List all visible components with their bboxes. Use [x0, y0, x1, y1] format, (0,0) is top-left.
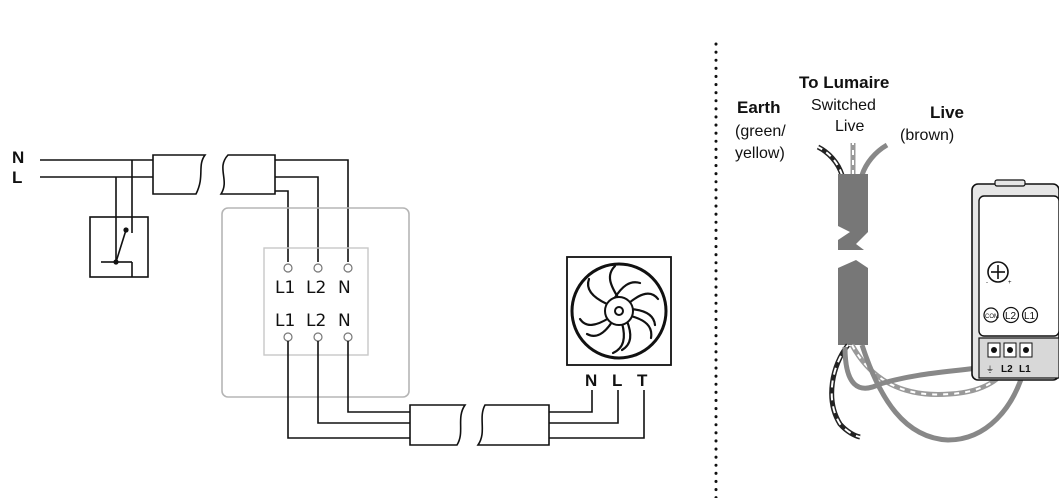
fan-terminal-n: N — [585, 371, 597, 390]
svg-text:-: - — [986, 280, 988, 286]
live-colour: (brown) — [900, 127, 954, 144]
wires-to-fan-cable — [287, 341, 410, 439]
cable-sheath — [838, 174, 868, 345]
cable-sheath-1 — [152, 154, 276, 195]
control-module: - + COM L2 L1 L2 L1 ⏚ — [971, 179, 1059, 381]
earth-colour-line2: yellow) — [735, 145, 785, 162]
wires-to-switch — [275, 159, 349, 262]
module-bottom-l2: L2 — [1001, 364, 1013, 375]
supply-label-n: N — [12, 148, 24, 167]
module-label-com: COM — [985, 314, 999, 320]
terminal-screws — [283, 263, 353, 342]
terminal-bottom-l1: L1 — [275, 311, 295, 331]
svg-text:+: + — [1008, 280, 1012, 286]
terminal-top-l2: L2 — [306, 278, 326, 298]
fan-terminal-t: T — [637, 371, 648, 390]
to-lumaire-label: To Lumaire — [799, 73, 889, 92]
earth-symbol-icon: ⏚ — [986, 365, 994, 374]
cable-top-wires — [816, 142, 889, 176]
fan-terminal-l: L — [612, 371, 622, 390]
supply-label-l: L — [12, 168, 22, 187]
module-label-l2: L2 — [1005, 311, 1017, 322]
earth-colour-line1: (green/ — [735, 123, 786, 140]
terminal-bottom-n: N — [338, 311, 351, 331]
fan-blades-icon — [578, 264, 660, 355]
extractor-fan: N L T — [566, 256, 672, 390]
earth-label: Earth — [737, 98, 780, 117]
right-wiring-diagram: To Lumaire Switched Live Earth (green/ y… — [735, 73, 1059, 443]
terminal-bottom-l2: L2 — [306, 311, 326, 331]
supply-wires — [40, 159, 153, 178]
module-bottom-l1: L1 — [1019, 364, 1031, 375]
switched-live-label-line2: Live — [835, 118, 864, 135]
terminal-top-n: N — [338, 278, 351, 298]
switch-plate: L1 L2 N L1 L2 N — [221, 207, 410, 398]
live-label: Live — [930, 103, 964, 122]
left-wiring-diagram: N L — [12, 148, 672, 446]
cable-sheath-2 — [409, 404, 550, 446]
pull-switch — [89, 160, 149, 278]
switched-live-label-line1: Switched — [811, 97, 876, 114]
module-label-l1: L1 — [1024, 311, 1036, 322]
terminal-top-l1: L1 — [275, 278, 295, 298]
wires-to-fan — [549, 390, 645, 439]
